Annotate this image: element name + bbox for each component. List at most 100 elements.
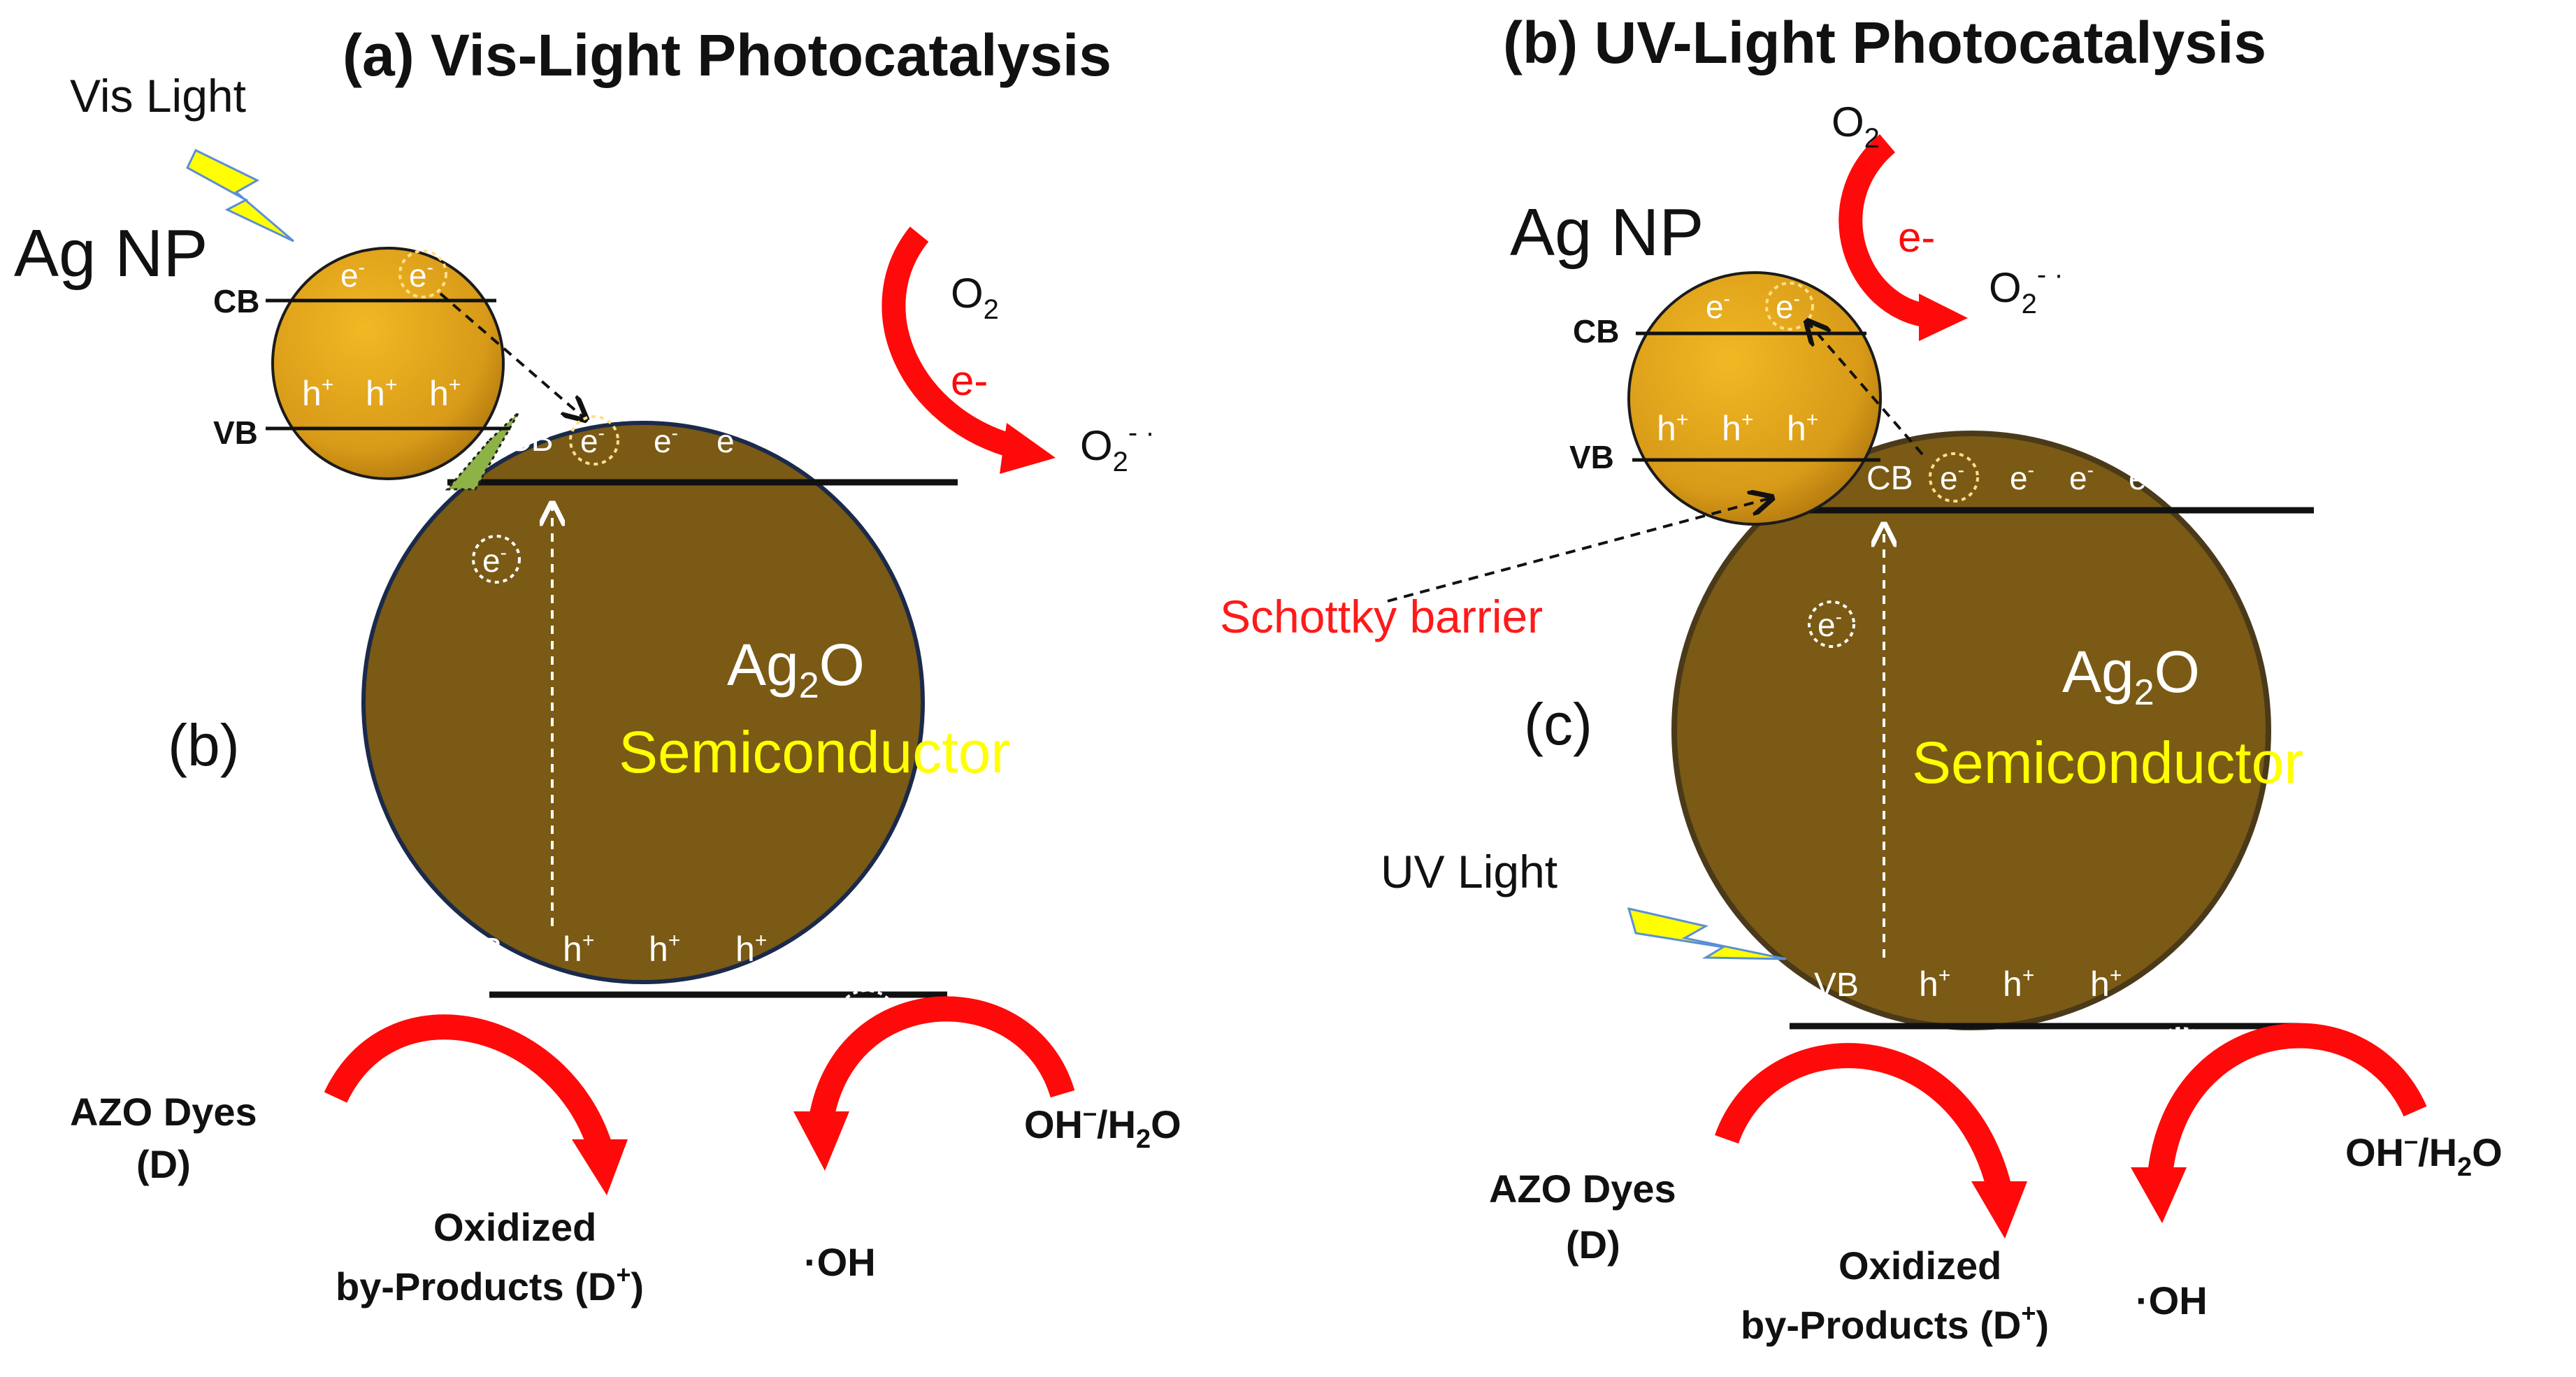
np-hole: h+ bbox=[366, 373, 397, 413]
panel-a-title: (a) Vis-Light Photocatalysis bbox=[343, 22, 1111, 88]
np-cb-label: CB bbox=[213, 283, 259, 319]
np-vb-label: VB bbox=[1569, 439, 1614, 475]
junction-interface bbox=[445, 411, 520, 491]
hydroxyl-radical-label: ·OH bbox=[804, 1240, 876, 1284]
sc-hole: h+ bbox=[2003, 964, 2034, 1004]
sc-electron: e- bbox=[580, 422, 605, 459]
o2-reduction-arrowhead bbox=[1919, 294, 1968, 341]
sc-hole: h+ bbox=[1919, 964, 1950, 1004]
np-electron-circled bbox=[1765, 282, 1814, 331]
ag-np-label: Ag NP bbox=[1510, 195, 1704, 270]
ag-nanoparticle bbox=[271, 247, 505, 480]
np-holes: h+ h+ h+ bbox=[1657, 408, 1818, 448]
np-hole: h+ bbox=[302, 373, 333, 413]
e-transfer-label: e- bbox=[1898, 214, 1935, 261]
superoxide-label: O2- · bbox=[1080, 417, 1155, 477]
np-hole: h+ bbox=[1787, 408, 1818, 448]
np-electron-circled-label: e- bbox=[409, 257, 433, 294]
hole-circled bbox=[1911, 1037, 1976, 1102]
sc-electron: e- bbox=[2129, 459, 2153, 496]
hole-circled-label: h+ bbox=[2164, 1042, 2194, 1081]
lightning-bolt-icon bbox=[1627, 907, 1787, 960]
o2-label: O2 bbox=[1832, 99, 1880, 154]
hydroxyl-generation-arrowhead bbox=[793, 1111, 849, 1171]
np-vb-label: VB bbox=[213, 414, 258, 451]
superoxide-label: O2- · bbox=[1989, 259, 2064, 319]
ag-nanoparticle bbox=[1627, 271, 1882, 526]
excited-electron: e- bbox=[1818, 606, 1842, 643]
electron-transfer-arrow bbox=[1807, 322, 1924, 456]
np-hole: h+ bbox=[1722, 408, 1753, 448]
sc-hole: h+ bbox=[563, 929, 594, 969]
sc-electron: e- bbox=[2010, 459, 2034, 496]
sc-electron-circled bbox=[1929, 452, 1979, 503]
sc-hole: h+ bbox=[904, 929, 935, 969]
dye-oxidation-arrow bbox=[324, 1014, 612, 1151]
sc-vb-label: VB bbox=[1814, 967, 1859, 1004]
sc-cb-label: CB bbox=[1866, 460, 1913, 497]
sc-hole: h+ bbox=[2090, 964, 2122, 1004]
panel-a: (a) Vis-Light Photocatalysis Ag NP CB VB… bbox=[14, 22, 1181, 1308]
semiconductor-label: Semiconductor bbox=[1912, 730, 2303, 795]
dye-oxidation-arrowhead bbox=[1971, 1181, 2027, 1239]
e-transfer-label: e- bbox=[951, 357, 988, 404]
sc-electron: e- bbox=[1940, 459, 1964, 496]
sc-electron-circled bbox=[569, 415, 619, 466]
hydroxyl-generation-arrowhead bbox=[2131, 1167, 2187, 1223]
excited-electron: e- bbox=[482, 542, 507, 579]
schottky-barrier-label: Schottky barrier bbox=[1220, 591, 1543, 642]
ag2o-formula: Ag2O bbox=[2062, 639, 2200, 713]
sc-electron: e- bbox=[776, 422, 800, 459]
np-electron-circled bbox=[398, 250, 447, 298]
hole-circled bbox=[502, 998, 568, 1064]
sc-hole: h+ bbox=[825, 929, 856, 969]
byproducts-label-2: by-Products (D+) bbox=[336, 1260, 644, 1308]
byproducts-label-2: by-Products (D+) bbox=[1741, 1299, 2049, 1347]
o2-reduction-arrowhead bbox=[1000, 423, 1056, 474]
side-label-c: (c) bbox=[1524, 691, 1592, 757]
sc-electron: e- bbox=[2192, 459, 2216, 496]
dye-oxidation-arrowhead bbox=[572, 1139, 628, 1195]
o2-reduction-arrow bbox=[1839, 134, 1931, 328]
o2-reduction-arrow bbox=[882, 226, 1021, 459]
sc-hole: h+ bbox=[649, 929, 680, 969]
sc-electron: e- bbox=[654, 422, 678, 459]
byproducts-label: Oxidized bbox=[1839, 1243, 2001, 1288]
oh-water-label: OH–/H2O bbox=[2345, 1126, 2503, 1182]
np-holes: h+ h+ h+ bbox=[302, 373, 461, 413]
sc-cb-label: CB bbox=[507, 421, 554, 459]
electron-transfer-arrow bbox=[439, 292, 586, 419]
np-hole: h+ bbox=[1657, 408, 1688, 448]
o2-label: O2 bbox=[951, 270, 999, 325]
panel-b-title: (b) UV-Light Photocatalysis bbox=[1503, 10, 2266, 75]
np-cb-label: CB bbox=[1573, 313, 1619, 349]
np-electron: e- bbox=[340, 257, 365, 294]
np-hole: h+ bbox=[429, 373, 461, 413]
dye-oxidation-arrow bbox=[1715, 1043, 2012, 1192]
vis-light-label: Vis Light bbox=[70, 70, 246, 122]
panel-b: (b) UV-Light Photocatalysis Ag NP CB VB … bbox=[1220, 10, 2503, 1347]
sc-hole: h+ bbox=[2261, 964, 2293, 1004]
sc-electron: e- bbox=[2069, 459, 2094, 496]
excited-electron-circled bbox=[1808, 600, 1855, 648]
hydroxyl-generation-arrow bbox=[809, 996, 1075, 1121]
lightning-bolt-icon bbox=[186, 148, 294, 243]
uv-light-label: UV Light bbox=[1381, 846, 1557, 897]
ag2o-formula: Ag2O bbox=[727, 632, 865, 706]
excited-electron-circled bbox=[472, 535, 521, 584]
sc-hole: h+ bbox=[735, 929, 767, 969]
hydroxyl-radical-label: ·OH bbox=[2136, 1278, 2208, 1322]
np-electron: e- bbox=[1706, 288, 1730, 325]
azo-dyes-label: AZO Dyes bbox=[70, 1090, 257, 1134]
sc-electron: e- bbox=[835, 422, 860, 459]
byproducts-label: Oxidized bbox=[433, 1205, 596, 1249]
sc-electron: e- bbox=[717, 422, 741, 459]
hydroxyl-generation-arrow bbox=[2147, 1023, 2427, 1176]
sc-hole: h+ bbox=[2181, 964, 2212, 1004]
oh-water-label: OH–/H2O bbox=[1024, 1098, 1181, 1154]
azo-dyes-symbol: (D) bbox=[136, 1142, 191, 1186]
azo-dyes-label: AZO Dyes bbox=[1489, 1167, 1676, 1211]
ag-np-label: Ag NP bbox=[14, 216, 208, 291]
semiconductor-label: Semiconductor bbox=[619, 719, 1010, 785]
